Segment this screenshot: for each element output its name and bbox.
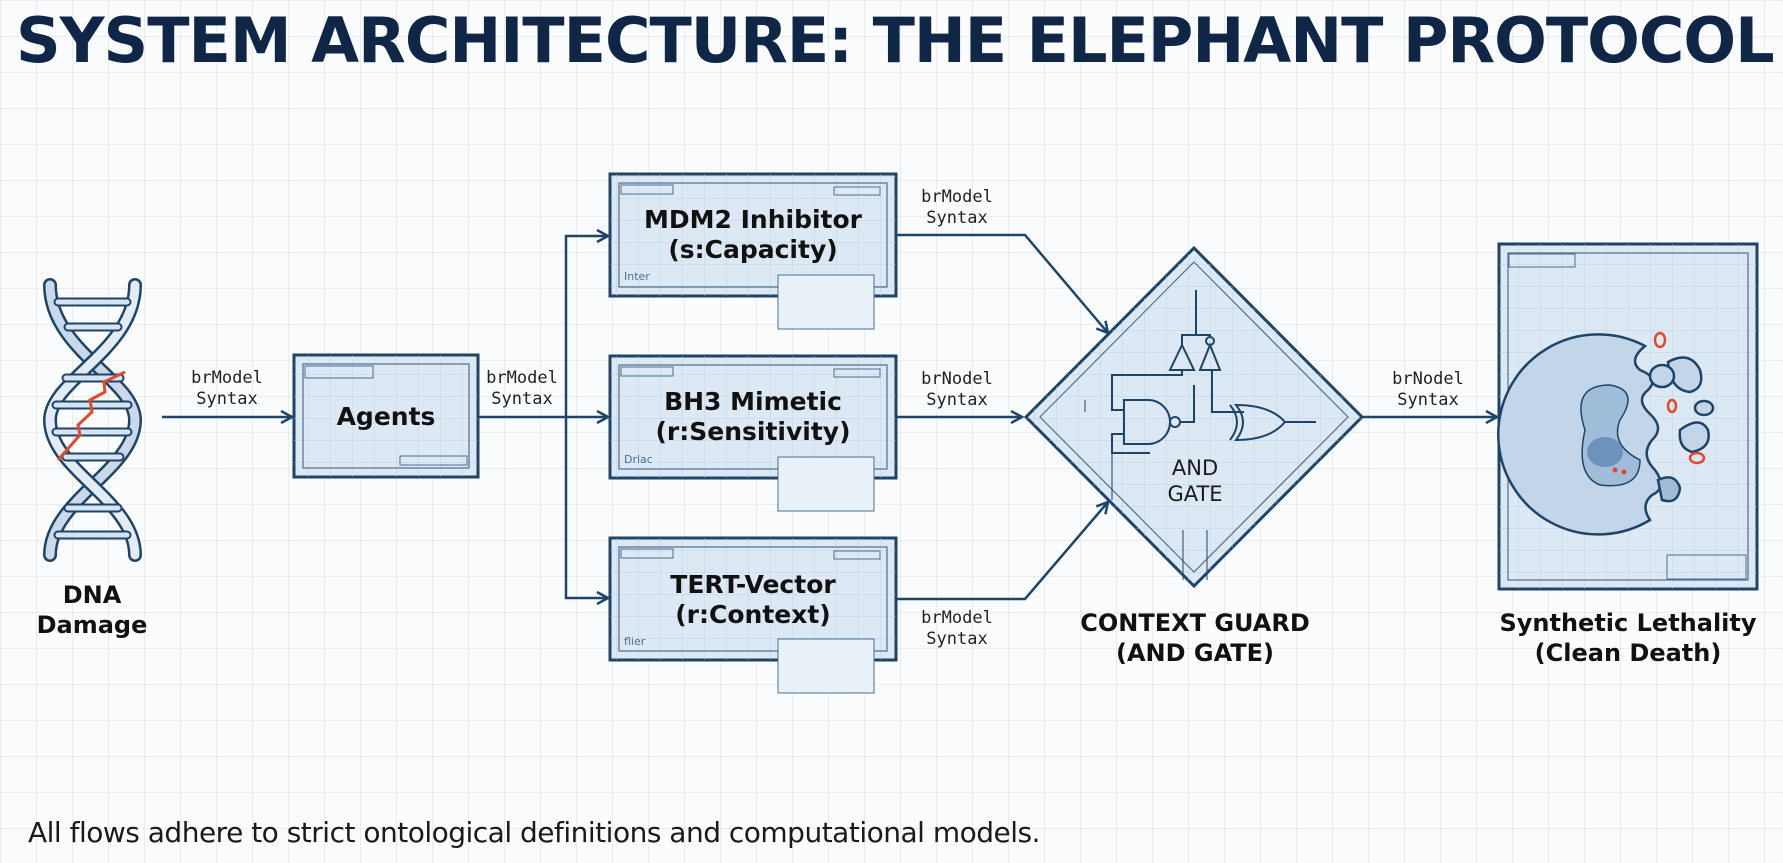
edge-label: brNodel <box>921 369 993 389</box>
tert-vector-box[interactable]: flier TERT-Vector (r:Context) <box>608 536 898 694</box>
edge-label: brModel <box>921 187 993 207</box>
damage-break-icon <box>56 370 126 461</box>
mdm2-inhibitor-box[interactable]: Inter MDM2 Inhibitor (s:Capacity) <box>608 172 898 330</box>
context-guard-gate[interactable]: AND GATE <box>1023 245 1365 589</box>
edge-label: brModel <box>486 368 558 388</box>
page-title: SYSTEM ARCHITECTURE: THE ELEPHANT PROTOC… <box>16 4 1775 77</box>
tert-label-line2: (r:Context) <box>675 600 830 629</box>
edge-agents-tert <box>564 417 608 598</box>
gate-inner-label-line2: GATE <box>1167 482 1222 506</box>
edge-agents-mdm2 <box>564 236 608 417</box>
edge-mdm2-gate <box>896 233 1108 333</box>
edge-label: Syntax <box>196 389 257 409</box>
bh3-mimetic-box[interactable]: Drlac BH3 Mimetic (r:Sensitivity) <box>608 354 898 512</box>
result-label-line2: (Clean Death) <box>1535 639 1722 667</box>
edge-label: brModel <box>921 608 993 628</box>
agents-box[interactable]: Agents <box>292 353 480 479</box>
logic-circuit-icon <box>1084 290 1316 580</box>
edge-label: brNodel <box>1392 369 1464 389</box>
edge-label: brModel <box>191 368 263 388</box>
gate-label-line1: CONTEXT GUARD <box>1080 609 1310 637</box>
edge-label: Syntax <box>491 389 552 409</box>
footer-caption: All flows adhere to strict ontological d… <box>28 816 1041 849</box>
bh3-label-line2: (r:Sensitivity) <box>655 417 850 446</box>
dying-cell-icon <box>1497 331 1715 536</box>
mdm2-label-line1: MDM2 Inhibitor <box>644 205 863 234</box>
dna-label-line2: Damage <box>37 611 148 639</box>
code-snippet-icon <box>777 456 875 512</box>
mdm2-corner-text: Inter <box>624 270 650 283</box>
agents-label: Agents <box>337 402 436 431</box>
gate-label-line2: (AND GATE) <box>1116 639 1274 667</box>
dna-label-line1: DNA <box>63 581 122 609</box>
edge-label: Syntax <box>926 629 987 649</box>
bh3-label-line1: BH3 Mimetic <box>664 387 842 416</box>
dna-helix-icon <box>42 278 143 562</box>
bh3-corner-text: Drlac <box>624 453 653 466</box>
code-snippet-icon <box>777 274 875 330</box>
tert-corner-text: flier <box>624 635 646 648</box>
result-label-line1: Synthetic Lethality <box>1499 609 1756 637</box>
edge-tert-gate <box>896 502 1108 601</box>
edge-label: Syntax <box>926 208 987 228</box>
mdm2-label-line2: (s:Capacity) <box>668 235 837 264</box>
synthetic-lethality-panel[interactable] <box>1497 242 1759 591</box>
edge-label: Syntax <box>926 390 987 410</box>
edge-label: Syntax <box>1397 390 1458 410</box>
gate-inner-label-line1: AND <box>1172 456 1218 480</box>
code-snippet-icon <box>777 638 875 694</box>
tert-label-line1: TERT-Vector <box>670 570 836 599</box>
